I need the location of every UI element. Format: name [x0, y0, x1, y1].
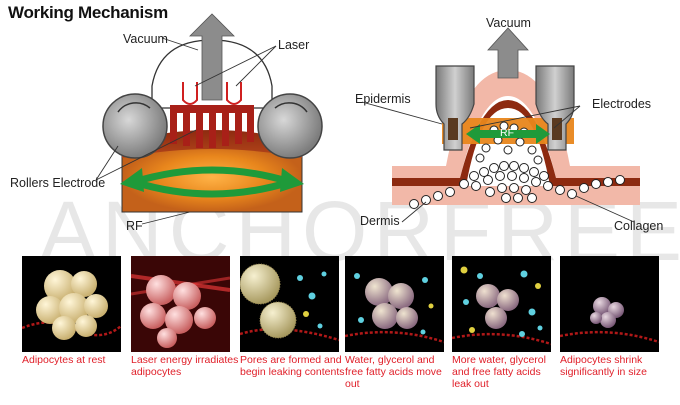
electrode-right: [535, 65, 575, 151]
laser-label: Laser: [278, 38, 310, 52]
fluids-move-out-illustration: [345, 273, 444, 344]
step-panel-1: [22, 256, 121, 352]
pores-formed-illustration: [240, 263, 339, 342]
step-caption-5: More water, glycerol and free fatty acid…: [452, 354, 546, 390]
step-panel-5: [452, 256, 551, 352]
vacuum-arrow-icon: [189, 13, 235, 101]
right-mechanism-diagram: [361, 27, 640, 223]
electrodes-label: Electrodes: [592, 97, 652, 111]
collagen-beads: [409, 121, 625, 209]
step-panel-3: [240, 256, 339, 352]
rf-label-right: RF: [500, 127, 514, 139]
page-title: Working Mechanism: [8, 3, 168, 22]
vacuum-label-left: Vacuum: [123, 32, 168, 46]
step-panel-4: [345, 256, 444, 352]
left-mechanism-diagram: [95, 13, 323, 225]
rf-double-arrow: [466, 124, 550, 144]
laser-probe-icon: [226, 82, 242, 105]
step-caption-2: Laser energy irradiates adipocytes: [131, 354, 239, 378]
vacuum-arrow-icon-right: [487, 27, 529, 79]
electrode-left: [435, 65, 475, 151]
laser-fingers: [170, 105, 254, 148]
laser-irradiates-illustration: [131, 256, 230, 352]
vacuum-label-right: Vacuum: [486, 16, 531, 30]
adipocytes-shrink-illustration: [560, 297, 659, 344]
step-panel-2: [131, 256, 230, 352]
epidermis-label: Epidermis: [355, 92, 411, 106]
step-panel-6: [560, 256, 659, 352]
more-fluids-leak-illustration: [452, 266, 551, 346]
dermis-label: Dermis: [360, 214, 400, 228]
step-caption-1: Adipocytes at rest: [22, 354, 106, 366]
adipocytes-rest-illustration: [22, 270, 121, 340]
rollers-electrode-label: Rollers Electrode: [10, 176, 106, 190]
laser-probe-icon: [182, 82, 198, 105]
step-caption-3: Pores are formed and begin leaking conte…: [240, 354, 345, 378]
step-caption-4: Water, glycerol and free fatty acids mov…: [345, 354, 442, 390]
step-caption-6: Adipocytes shrink significantly in size: [560, 354, 647, 378]
collagen-label: Collagen: [614, 219, 664, 233]
rf-label-left: RF: [126, 219, 143, 233]
epidermis-band: [392, 70, 640, 178]
